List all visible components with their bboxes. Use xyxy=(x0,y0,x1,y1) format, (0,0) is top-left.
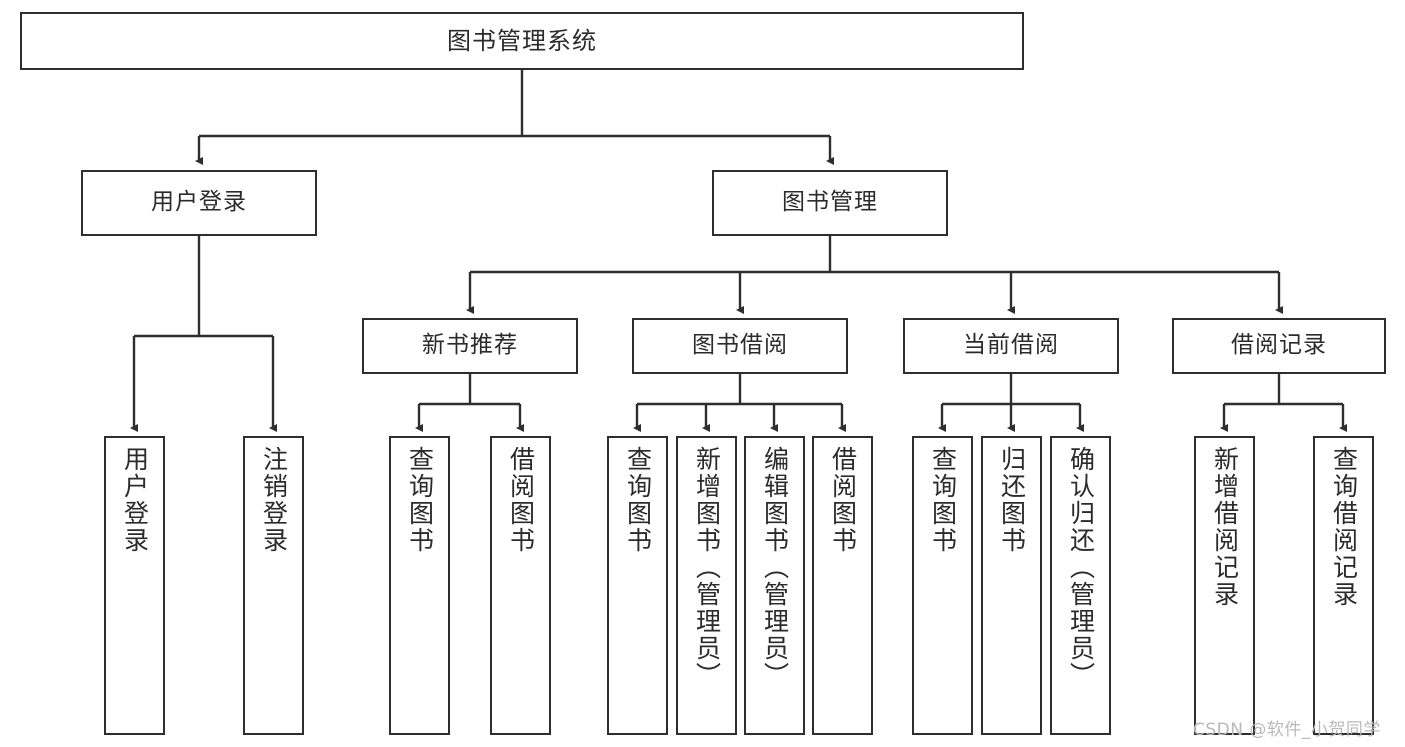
node-book-management[interactable]: 图书管理 xyxy=(712,170,948,236)
node-leaf-confirm-return[interactable]: 确认归还（管理员） xyxy=(1050,436,1111,735)
node-label: 查询图书 xyxy=(623,446,653,554)
node-label: 归还图书 xyxy=(997,446,1027,554)
node-label: 注销登录 xyxy=(259,446,289,554)
node-title-box[interactable]: 图书管理系统 xyxy=(20,12,1024,70)
node-leaf-query-record[interactable]: 查询借阅记录 xyxy=(1313,436,1374,735)
node-leaf-edit-book[interactable]: 编辑图书（管理员） xyxy=(744,436,805,735)
node-label: 图书管理 xyxy=(782,189,878,216)
node-label: 新增借阅记录 xyxy=(1210,446,1240,608)
node-leaf-return-book[interactable]: 归还图书 xyxy=(981,436,1042,735)
node-label: 确认归还（管理员） xyxy=(1066,446,1096,689)
node-label: 新书推荐 xyxy=(422,332,518,359)
node-leaf-query-book-3[interactable]: 查询图书 xyxy=(912,436,973,735)
node-leaf-add-book[interactable]: 新增图书（管理员） xyxy=(676,436,737,735)
node-label: 用户登录 xyxy=(120,446,150,554)
node-leaf-user-login[interactable]: 用户登录 xyxy=(104,436,165,735)
node-label: 借阅图书 xyxy=(506,446,536,554)
node-leaf-borrow-book-1[interactable]: 借阅图书 xyxy=(490,436,551,735)
node-label: 图书借阅 xyxy=(692,332,788,359)
node-label: 查询借阅记录 xyxy=(1329,446,1359,608)
node-label: 新增图书（管理员） xyxy=(692,446,722,689)
node-label: 编辑图书（管理员） xyxy=(760,446,790,689)
node-current-borrow[interactable]: 当前借阅 xyxy=(903,318,1119,374)
node-book-borrow[interactable]: 图书借阅 xyxy=(632,318,848,374)
node-label: 图书管理系统 xyxy=(447,26,597,55)
node-leaf-add-record[interactable]: 新增借阅记录 xyxy=(1194,436,1255,735)
node-label: 查询图书 xyxy=(405,446,435,554)
node-leaf-logout-login[interactable]: 注销登录 xyxy=(243,436,304,735)
node-leaf-query-book-2[interactable]: 查询图书 xyxy=(607,436,668,735)
node-new-book-recommend[interactable]: 新书推荐 xyxy=(362,318,578,374)
node-label: 借阅记录 xyxy=(1231,332,1327,359)
node-label: 借阅图书 xyxy=(828,446,858,554)
node-label: 查询图书 xyxy=(928,446,958,554)
node-user-login[interactable]: 用户登录 xyxy=(81,170,317,236)
node-borrow-record[interactable]: 借阅记录 xyxy=(1172,318,1386,374)
node-leaf-query-book-1[interactable]: 查询图书 xyxy=(389,436,450,735)
node-label: 用户登录 xyxy=(151,189,247,216)
node-label: 当前借阅 xyxy=(963,332,1059,359)
node-leaf-borrow-book-2[interactable]: 借阅图书 xyxy=(812,436,873,735)
csdn-watermark: CSDN @软件_小贺同学 xyxy=(1193,720,1381,740)
